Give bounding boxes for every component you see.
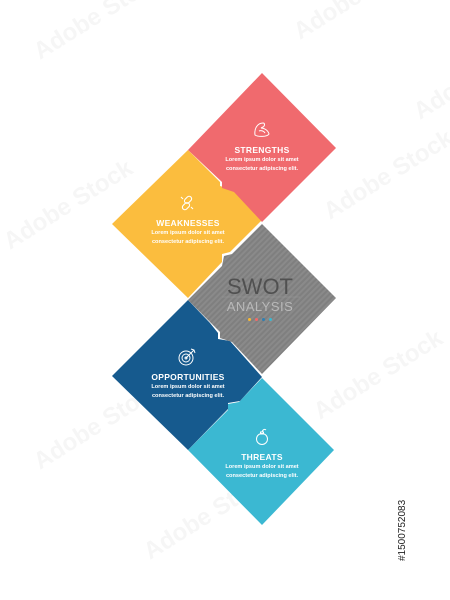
broken-link-icon	[180, 195, 194, 211]
center-dot	[248, 318, 251, 321]
weaknesses-text: WEAKNESSES Lorem ipsum dolor sit amet co…	[138, 215, 238, 246]
opportunities-body-line1: Lorem ipsum dolor sit amet	[151, 384, 225, 390]
center-dot	[262, 318, 265, 321]
center-analysis-tile	[188, 224, 336, 374]
swot-title: SWOT	[227, 274, 293, 299]
threats-text: THREATS Lorem ipsum dolor sit amet conse…	[212, 449, 312, 480]
threats-body-line1: Lorem ipsum dolor sit amet	[225, 464, 299, 470]
center-dot	[255, 318, 258, 321]
opportunities-tile	[112, 300, 262, 450]
watermark-text: Adobe Stock	[0, 154, 138, 255]
strengths-body-line2: consectetur adipiscing elit.	[225, 166, 299, 172]
weaknesses-tile	[112, 150, 262, 298]
threats-body-line2: consectetur adipiscing elit.	[225, 473, 299, 479]
analysis-subtitle: ANALYSIS	[226, 299, 294, 314]
stock-id: #1500752083	[397, 499, 408, 561]
weaknesses-body-line2: consectetur adipiscing elit.	[151, 239, 225, 245]
watermark-text: Adobe Stock	[29, 0, 168, 65]
watermark-text: Adobe Stock	[319, 124, 450, 225]
strengths-title: STRENGTHS	[234, 145, 290, 155]
center-dot	[269, 318, 272, 321]
strengths-text: STRENGTHS Lorem ipsum dolor sit amet con…	[212, 142, 312, 173]
opportunities-body-line2: consectetur adipiscing elit.	[151, 393, 225, 399]
strengths-body-line1: Lorem ipsum dolor sit amet	[225, 157, 299, 163]
opportunities-text: OPPORTUNITIES Lorem ipsum dolor sit amet…	[136, 369, 240, 400]
weaknesses-title: WEAKNESSES	[156, 218, 220, 228]
watermark-text: Adobe Stock	[409, 24, 450, 125]
opportunities-title: OPPORTUNITIES	[151, 372, 225, 382]
flexed-arm-icon	[254, 122, 270, 137]
weaknesses-body-line1: Lorem ipsum dolor sit amet	[151, 230, 225, 236]
watermark-text: Adobe Stock	[309, 324, 448, 425]
threats-title: THREATS	[241, 452, 283, 462]
watermark-text: Adobe Stock	[289, 0, 428, 45]
target-arrow-icon	[178, 348, 196, 366]
center-label: SWOT ANALYSIS	[205, 275, 315, 321]
strengths-tile	[188, 73, 336, 222]
threats-tile	[188, 378, 334, 525]
center-color-dots	[205, 318, 315, 321]
bomb-icon	[256, 428, 268, 445]
